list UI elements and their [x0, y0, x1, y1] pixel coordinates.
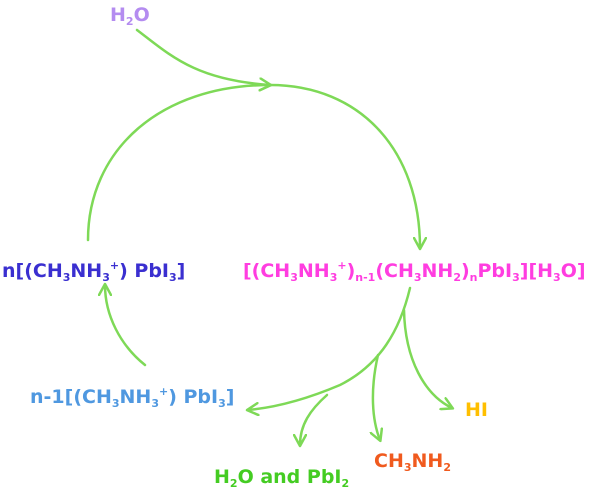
methylamine-product-label: CH3NH2	[374, 450, 451, 474]
water-entry-arrow	[135, 28, 270, 85]
hi-product-label: HI	[465, 399, 488, 421]
branch-methylamine-arrow	[373, 353, 380, 440]
n-minus-one-perovskite-label: n-1[(CH3NH3+) PbI3]	[30, 385, 235, 410]
water-pbi2-product-label: H2O and PbI2	[214, 466, 350, 490]
water-input-label: H2O	[110, 4, 150, 28]
reactant-label: n[(CH3NH3+) PbI3]	[2, 259, 186, 284]
cycle-top-right-arrow	[86, 83, 420, 248]
branch-hi-arrow	[402, 308, 452, 408]
branch-water-pbi2-arrow	[300, 393, 329, 445]
trunk-to-n-minus-one-arrow	[248, 286, 412, 410]
hydrated-intermediate-label: [(CH3NH3+)n-1(CH3NH2)nPbI3][H3O]	[243, 259, 586, 284]
cycle-bottom-left-arrow	[105, 285, 147, 367]
